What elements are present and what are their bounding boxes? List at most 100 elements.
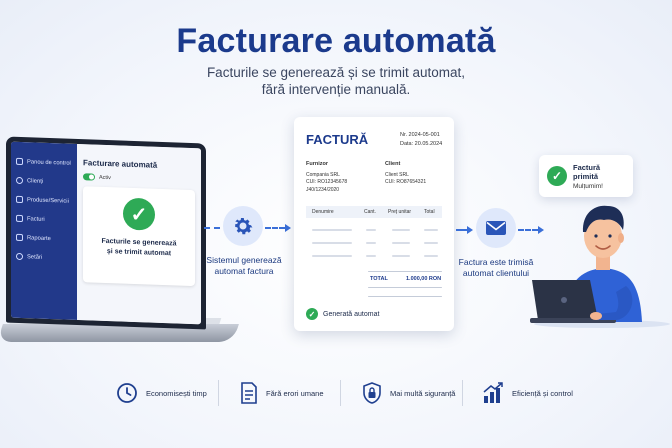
lock-shield-icon: [363, 382, 381, 404]
feature-efficiency: Eficiență și control: [482, 376, 573, 410]
divider: [340, 380, 341, 406]
flow-arrow-1: [204, 227, 220, 229]
app-main-panel: Facturare automată Activ ✓ Facturile se …: [77, 143, 201, 325]
grid-icon: [16, 157, 23, 166]
envelope-icon: [486, 221, 506, 235]
checkmark-icon: ✓: [547, 166, 567, 186]
col-unit-price: Preț unitar: [388, 209, 412, 215]
invoice-meta: Nr. 2024-05-001 Data: 20.05.2024: [400, 131, 442, 149]
table-row: [312, 255, 352, 257]
table-row: [366, 242, 376, 244]
table-row: [392, 229, 410, 231]
feature-no-errors: Fără erori umane: [240, 376, 324, 410]
gear-icon: [16, 252, 23, 261]
col-total: Total: [424, 209, 435, 215]
panel-title: Facturare automată: [83, 158, 158, 170]
divider: [368, 296, 442, 297]
sidebar-item-label: Rapoarte: [27, 234, 51, 242]
table-row: [366, 255, 376, 257]
invoice-number: Nr. 2024-05-001: [400, 132, 440, 138]
generated-label: Generată automat: [323, 310, 380, 318]
sidebar-item-settings[interactable]: Setări: [16, 247, 77, 268]
status-card: ✓ Facturile se generează și se trimit au…: [83, 186, 195, 287]
arrow-head: [538, 226, 544, 234]
divider: [368, 271, 442, 272]
sidebar-item-dashboard[interactable]: Panou de control: [16, 152, 77, 173]
supplier-cui: CUI: RO12345678: [306, 179, 348, 185]
feature-label: Eficiență și control: [512, 388, 573, 398]
app-sidebar: Panou de control Clienți Produse/Servici…: [11, 141, 77, 320]
col-name: Denumire: [312, 209, 334, 215]
notification-bubble: ✓ Factură primită Mulțumim!: [539, 155, 633, 197]
generated-badge: ✓ Generată automat: [306, 308, 379, 320]
total-label: TOTAL: [370, 276, 388, 282]
subtitle-line-1: Facturile se generează și se trimit auto…: [206, 65, 466, 80]
page-title: Facturare automată: [176, 22, 496, 60]
send-step-label: Factura este trimisă automat clientului: [456, 257, 536, 279]
sidebar-item-reports[interactable]: Rapoarte: [16, 228, 77, 249]
feature-label: Economisești timp: [146, 388, 207, 398]
gear-step-circle: [223, 206, 263, 246]
laptop-screen: Panou de control Clienți Produse/Servici…: [6, 136, 206, 330]
client-cui: CUI: RO87654321: [385, 179, 427, 185]
gear-icon: [235, 218, 253, 235]
notification-message: Mulțumim!: [573, 182, 603, 190]
clock-icon: [117, 383, 137, 403]
checkmark-icon: ✓: [306, 308, 318, 320]
sidebar-item-label: Produse/Servicii: [27, 196, 69, 205]
table-row: [392, 255, 410, 257]
feature-label: Mai multă siguranță: [390, 388, 456, 398]
col-qty: Cant.: [364, 209, 376, 215]
person-illustration: [530, 205, 670, 328]
sidebar-item-label: Panou de control: [27, 158, 71, 167]
mail-step-circle: [476, 208, 516, 248]
sidebar-item-label: Facturi: [27, 215, 45, 223]
auto-invoice-toggle[interactable]: [83, 173, 95, 181]
client-name: Client SRL: [385, 171, 409, 178]
table-row: [424, 229, 438, 231]
table-row: [424, 255, 438, 257]
supplier-reg: J40/1234/2020: [306, 186, 340, 193]
divider: [218, 380, 219, 406]
table-row: [312, 229, 352, 231]
arrow-head: [285, 224, 291, 232]
toggle-label: Activ: [99, 174, 111, 181]
sidebar-item-invoices[interactable]: Facturi: [16, 209, 77, 230]
divider: [368, 287, 442, 288]
client-heading: Client: [385, 161, 401, 167]
invoice-table-header: Denumire Cant. Preț unitar Total: [306, 206, 442, 218]
sidebar-item-clients[interactable]: Clienți: [16, 171, 77, 192]
arrow-head: [467, 226, 473, 234]
sidebar-item-label: Clienți: [27, 177, 44, 185]
flow-arrow-3: [456, 229, 468, 231]
supplier-name: Compania SRL: [306, 171, 340, 178]
table-row: [392, 242, 410, 244]
document-icon: [241, 382, 257, 404]
invoice-date: Data: 20.05.2024: [400, 141, 443, 147]
feature-security: Mai multă siguranță: [362, 376, 455, 410]
divider: [462, 380, 463, 406]
table-row: [312, 242, 352, 244]
client-block: Client Client SRL CUI: RO87654321: [385, 161, 426, 187]
page-subtitle: Facturile se generează și se trimit auto…: [0, 64, 672, 98]
supplier-heading: Furnizor: [306, 161, 328, 167]
growth-chart-icon: [483, 382, 503, 403]
flow-arrow-4: [518, 229, 538, 231]
supplier-block: Furnizor Compania SRL CUI: RO12345678 J4…: [306, 161, 347, 194]
checkmark-icon: ✓: [123, 197, 155, 231]
sidebar-item-label: Setări: [27, 253, 43, 261]
send-line-1: Factura este trimisă: [458, 257, 534, 267]
sidebar-item-products[interactable]: Produse/Servicii: [16, 190, 77, 211]
table-row: [424, 242, 438, 244]
send-line-2: automat clientului: [462, 268, 530, 278]
feature-save-time: Economisești timp: [116, 376, 207, 410]
document-icon: [16, 214, 23, 223]
feature-label: Fără erori umane: [266, 388, 324, 398]
user-icon: [16, 176, 23, 185]
generate-step-label: Sistemul generează automat factura: [204, 255, 284, 277]
notification-title: Factură primită: [573, 162, 601, 181]
box-icon: [16, 195, 23, 204]
invoice-card: [294, 117, 454, 331]
total-value: 1.000,00 RON: [406, 276, 442, 282]
table-row: [366, 229, 376, 231]
